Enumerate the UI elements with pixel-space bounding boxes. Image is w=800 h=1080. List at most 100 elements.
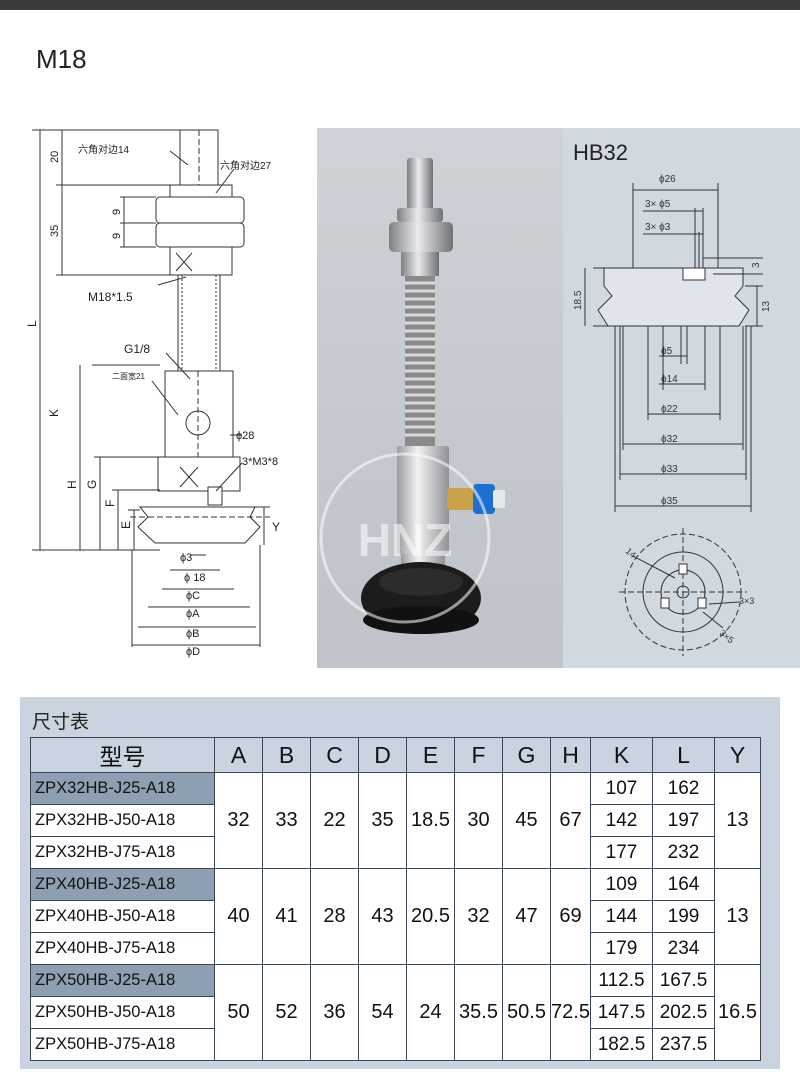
model-cell: ZPX32HB-J50-A18 [30,804,215,837]
cup-label-d13: 13 [761,300,772,312]
value-c: 28 [310,868,359,965]
top-bar [0,0,800,10]
dimension-drawing: 六角对边14 六角对边27 M18*1.5 G1/8 二面宽21 ϕ28 3*M… [20,115,315,675]
label-hex14: 六角对边14 [78,143,130,156]
value-h: 72.5 [550,964,591,1061]
label-hex27: 六角对边27 [220,159,272,172]
value-c: 36 [310,964,359,1061]
label-Y: Y [272,520,280,534]
value-k: 142 [590,804,653,837]
value-a: 32 [214,772,263,869]
cup-label-phi26: ϕ26 [659,174,676,185]
value-y: 16.5 [714,964,761,1061]
value-e: 20.5 [406,868,455,965]
value-b: 52 [262,964,311,1061]
value-f: 32 [454,868,503,965]
label-flat21: 二面宽21 [112,371,145,381]
label-L: L [25,320,39,327]
value-k: 147.5 [590,996,653,1029]
cup-label-phi14: ϕ14 [661,374,678,385]
header-c: C [310,737,359,773]
value-l: 237.5 [652,1028,715,1061]
cup-label-c3x5: 3×5 [718,628,736,645]
value-a: 50 [214,964,263,1061]
label-phiB: ϕB [186,628,200,640]
label-E: E [119,521,133,529]
table-header-row: 型号 A B C D E F G H K L Y [30,737,761,773]
value-a: 40 [214,868,263,965]
cup-title: HB32 [573,140,629,165]
value-k: 109 [590,868,653,901]
value-b: 33 [262,772,311,869]
model-cell: ZPX50HB-J50-A18 [30,996,215,1029]
label-F: F [103,500,117,507]
value-f: 35.5 [454,964,503,1061]
value-l: 164 [652,868,715,901]
label-dim35: 35 [49,225,61,237]
cup-label-phi33: ϕ33 [661,464,678,475]
value-y: 13 [714,868,761,965]
cup-label-hole5: 3× ϕ5 [645,199,671,210]
value-d: 54 [358,964,407,1061]
value-y: 13 [714,772,761,869]
value-d: 35 [358,772,407,869]
header-b: B [262,737,311,773]
value-d: 43 [358,868,407,965]
dimension-table: 型号 A B C D E F G H K L Y ZPX32HB-J25-A18… [30,737,761,1061]
value-g: 47 [502,868,551,965]
table-row: ZPX32HB-J25-A18 32 33 22 35 18.5 30 45 6… [30,772,761,869]
table-row: ZPX50HB-J25-A18 50 52 36 54 24 35.5 50.5… [30,964,761,1061]
value-e: 24 [406,964,455,1061]
header-l: L [652,737,715,773]
cup-label-phi22: ϕ22 [661,404,678,415]
dimension-table-panel: 尺寸表 型号 A B C D E F G H K L Y ZPX32HB-J25… [20,697,780,1069]
label-phiA: ϕA [186,608,200,620]
table-row: ZPX40HB-J25-A18 40 41 28 43 20.5 32 47 6… [30,868,761,965]
value-l: 199 [652,900,715,933]
label-phiC: ϕC [186,590,200,602]
header-d: D [358,737,407,773]
model-cell: ZPX40HB-J50-A18 [30,900,215,933]
value-l: 232 [652,836,715,869]
value-g: 45 [502,772,551,869]
cup-label-c14: 14 [624,546,638,560]
label-m3: 3*M3*8 [242,456,278,468]
product-photo: HNZ [317,128,563,668]
label-G: G [85,480,99,489]
label-phi18: ϕ 18 [184,572,205,584]
value-k: 182.5 [590,1028,653,1061]
table-row: ZPX32HB-J75-A18 177 232 [30,836,761,869]
label-dim9a: 9 [111,209,123,215]
header-g: G [502,737,551,773]
label-phi28: ϕ28 [236,430,254,442]
cup-label-c3x3: 3×3 [739,596,754,606]
cup-label-phi5: ϕ5 [661,346,673,357]
cup-label-d3: 3 [751,262,762,268]
cup-label-hole3: 3× ϕ3 [645,222,671,233]
header-e: E [406,737,455,773]
model-cell: ZPX32HB-J75-A18 [30,836,215,869]
table-row: ZPX40HB-J50-A18 144 199 [30,900,761,933]
label-thread: M18*1.5 [88,290,133,304]
table-row: ZPX50HB-J75-A18 182.5 237.5 [30,1028,761,1061]
value-l: 234 [652,932,715,965]
value-k: 179 [590,932,653,965]
value-b: 41 [262,868,311,965]
header-y: Y [714,737,761,773]
model-cell: ZPX50HB-J75-A18 [30,1028,215,1061]
header-model: 型号 [30,737,215,773]
watermark-text: HNZ [358,514,453,566]
value-k: 177 [590,836,653,869]
value-h: 67 [550,772,591,869]
table-row: ZPX50HB-J50-A18 147.5 202.5 [30,996,761,1029]
value-k: 107 [590,772,653,805]
table-caption: 尺寸表 [32,712,90,733]
value-l: 162 [652,772,715,805]
label-dim9b: 9 [111,233,123,239]
label-H: H [65,480,79,489]
label-phiD: ϕD [186,646,200,658]
value-k: 112.5 [590,964,653,997]
model-cell: ZPX32HB-J25-A18 [30,772,215,805]
header-k: K [590,737,653,773]
model-cell: ZPX40HB-J25-A18 [30,868,215,901]
